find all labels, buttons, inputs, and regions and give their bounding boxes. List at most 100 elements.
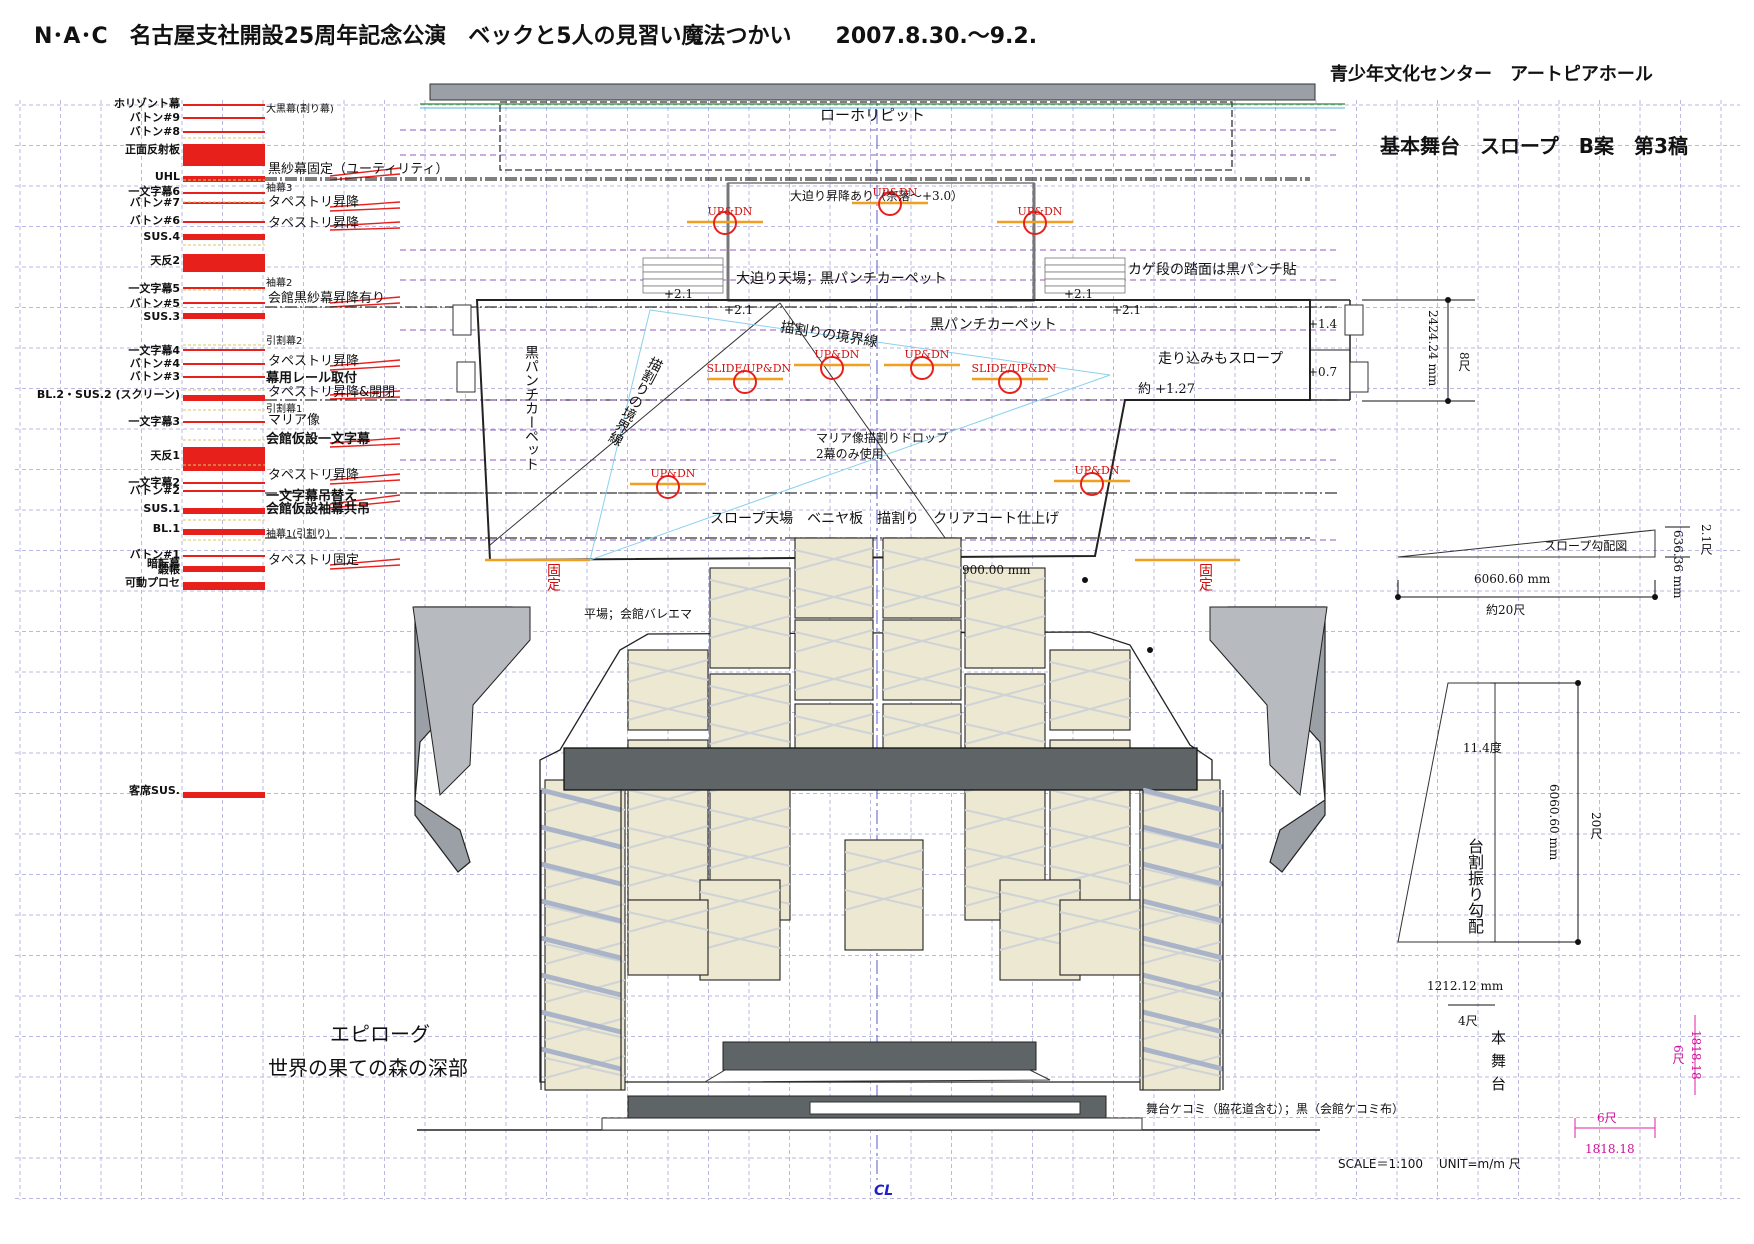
fly-label-right: 袖幕2 <box>266 278 293 289</box>
tapestry-weave <box>627 659 709 683</box>
fly-label-right: タペストリ昇降 <box>268 468 360 483</box>
height-2-1-label: +2.1 <box>1112 303 1142 317</box>
fly-bar <box>183 529 265 535</box>
tapestry-line <box>329 302 401 308</box>
tapestry-weave <box>1139 941 1221 965</box>
dim-8shaku-label: 8尺 <box>1457 352 1471 372</box>
fly-label-right: タペストリ昇降 <box>268 216 360 231</box>
lift-marker-label: UP&DN <box>1074 464 1120 477</box>
fly-label-left: SUS.3 <box>143 310 180 323</box>
fly-label-left: バトン#2 <box>129 484 180 497</box>
dim-1818-horizontal: 1818.18 <box>1585 1142 1635 1156</box>
fly-label-left: SUS.4 <box>143 230 180 243</box>
tapestry-weave <box>794 629 874 653</box>
tower-brace <box>1142 1009 1224 1035</box>
kage-step <box>1044 264 1126 273</box>
fly-bar <box>183 555 265 557</box>
tapestry-weave <box>1139 903 1221 927</box>
lift-marker-label: SLIDE/UP&DN <box>706 362 792 375</box>
fly-label-right: 会館仮設袖幕共吊 <box>266 502 371 517</box>
tapestry-weave <box>1059 909 1141 933</box>
lift-marker-label: UP&DN <box>1017 205 1063 218</box>
fly-label-right: 袖幕3 <box>266 183 293 194</box>
side-block <box>1349 361 1369 393</box>
tapestry-flat <box>794 537 874 619</box>
fly-label-left: バトン#7 <box>129 196 180 209</box>
tapestry-weave <box>544 1017 626 1041</box>
tapestry-line <box>329 173 401 181</box>
lift-marker-circle <box>998 370 1022 394</box>
tapestry-line <box>329 359 401 367</box>
tapestry-weave <box>544 979 626 1003</box>
kage-step <box>1044 278 1126 287</box>
tapestry-flat <box>709 673 791 755</box>
lift-marker-label: UP&DN <box>872 186 918 199</box>
tapestry-flat <box>627 649 709 731</box>
fly-label-right: タペストリ昇降&開閉 <box>268 385 396 400</box>
front-step <box>601 1117 1143 1131</box>
fly-label-left: 一文字幕3 <box>128 415 180 428</box>
dim-4shaku-label: 4尺 <box>1458 1014 1478 1028</box>
tapestry-line <box>329 564 401 570</box>
dim-2-1shaku-label: 2.1尺 <box>1699 524 1713 556</box>
tower-brace <box>1142 935 1224 961</box>
fly-label-left: BL.1 <box>152 522 180 535</box>
dim-dot <box>1575 939 1581 945</box>
fly-label-left: 一文字幕2 <box>128 476 180 489</box>
tapestry-weave <box>709 721 791 745</box>
tapestry-flat <box>794 619 874 701</box>
dim-2424-label: 2424.24 mm <box>1426 310 1440 387</box>
tapestry-line <box>329 207 401 212</box>
fixed-label-right: 固定 <box>1197 563 1213 591</box>
tapestry-weave <box>627 909 709 933</box>
fly-bar <box>183 508 265 514</box>
tapestry-weave <box>1139 827 1221 851</box>
rake-label: 台割振り勾配 <box>1465 838 1484 934</box>
tapestry-flat <box>627 899 709 976</box>
lift-marker-circle <box>1023 211 1047 235</box>
tapestry-weave <box>627 863 709 887</box>
slope-diagram-label: スロープ勾配図 <box>1544 539 1628 553</box>
tapestry-weave <box>709 845 791 869</box>
tower-brace <box>1142 898 1224 924</box>
tapestry-line <box>329 396 401 400</box>
fly-bar <box>183 447 265 471</box>
lift-marker-label: UP&DN <box>707 205 753 218</box>
tapestry-weave <box>544 1055 626 1079</box>
venue-name: 青少年文化センター アートピアホール <box>1330 64 1653 85</box>
tapestry-line <box>329 296 401 304</box>
fly-label-right: 袖幕1(引割り) <box>266 529 331 540</box>
fly-label-left: バトン#6 <box>129 214 180 227</box>
dim-6060-horizontal: 6060.60 mm <box>1474 572 1551 586</box>
boundary-line <box>489 302 781 546</box>
fly-label-right: タペストリ固定 <box>268 553 360 568</box>
fly-label-right: 引割幕2 <box>266 336 303 347</box>
tapestry-weave <box>1049 659 1131 683</box>
tower-brace <box>1142 972 1224 998</box>
fly-label-left: バトン#4 <box>129 357 180 370</box>
kick-panel-inset <box>809 1101 1081 1115</box>
lift-marker-label: SLIDE/UP&DN <box>971 362 1057 375</box>
height-2-1-label: +2.1 <box>1064 287 1094 301</box>
tapestry-weave <box>1049 697 1131 721</box>
tapestry-weave <box>964 615 1046 639</box>
header-beam <box>563 747 1198 791</box>
lift-marker-label: UP&DN <box>650 467 696 480</box>
dim-20shaku-horizontal: 約20尺 <box>1486 603 1526 617</box>
tapestry-flat <box>544 779 626 1091</box>
tapestry-weave <box>844 849 924 873</box>
tapestry-weave <box>627 697 709 721</box>
fly-bar <box>183 302 265 304</box>
tapestry-line <box>329 390 401 396</box>
low-horizon-pit-label: ローホリピット <box>820 106 926 124</box>
fly-label-left: バトン#1 <box>129 548 180 561</box>
page-title: N･A･C 名古屋支社開設25周年記念公演 ベックと5人の見習い魔法つかい 20… <box>34 24 1038 49</box>
dim-1212-label: 1212.12 mm <box>1427 979 1504 993</box>
tapestry-weave <box>627 787 709 811</box>
fly-label-right: タペストリ昇降 <box>268 354 360 369</box>
fly-bar <box>183 349 265 351</box>
tapestry-flat <box>1139 779 1221 1091</box>
fly-label-left: BL.2・SUS.2 (スクリーン) <box>36 388 180 401</box>
tapestry-weave <box>964 721 1046 745</box>
